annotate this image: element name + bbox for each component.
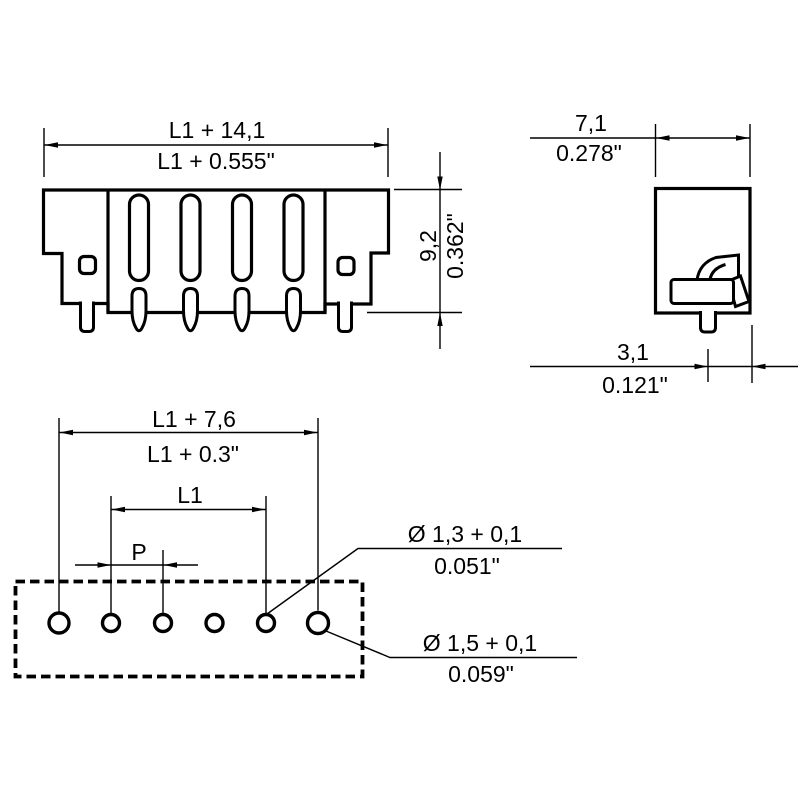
arrowhead-right — [736, 135, 750, 141]
hole-large-callout: Ø 1,5 + 0,1 0.059" — [325, 630, 577, 687]
side-clamp-bar — [669, 278, 735, 305]
front-height-dimension: 9,2 0.362" — [367, 152, 468, 349]
footprint-pitch-dimension: P — [75, 539, 198, 568]
footprint-hole-4 — [204, 612, 225, 634]
footprint-hole-1-large — [47, 611, 71, 635]
hole-small-imperial: 0.051" — [434, 553, 500, 579]
arrowhead-left — [163, 562, 177, 568]
arrowhead-left — [752, 363, 766, 370]
arrowhead-bottom — [437, 312, 443, 326]
footprint-hole-6-large — [305, 610, 331, 636]
footprint-hole-2 — [100, 612, 122, 634]
front-width-metric: L1 + 14,1 — [169, 117, 266, 143]
arrowhead-right — [304, 429, 318, 436]
hole-large-imperial: 0.059" — [448, 661, 514, 687]
footprint-board-outline — [13, 579, 365, 679]
front-slot-2 — [179, 193, 202, 283]
front-slot-1 — [127, 193, 151, 283]
side-pin — [699, 311, 717, 334]
front-body-outline — [41, 188, 391, 315]
arrowhead-right — [694, 363, 708, 370]
side-width-imperial: 0.278" — [556, 140, 622, 166]
front-solder-pin-2 — [182, 286, 199, 333]
footprint-inner-span-label: L1 — [177, 482, 203, 508]
front-slot-4 — [282, 193, 305, 283]
front-height-metric: 9,2 — [415, 230, 441, 262]
arrowhead-left — [656, 135, 670, 141]
front-height-imperial: 0.362" — [442, 213, 468, 279]
arrowhead-left — [111, 506, 125, 513]
side-pin-offset-imperial: 0.121" — [602, 372, 668, 398]
side-width-metric: 7,1 — [575, 110, 607, 136]
arrowhead-top — [437, 176, 443, 190]
front-view: L1 + 14,1 L1 + 0.555" 9,2 0.362" — [41, 117, 468, 349]
footprint-hole-3 — [152, 612, 174, 634]
front-flange-hole-right — [336, 255, 356, 277]
side-view: 7,1 0.278" 3,1 0.121" — [530, 110, 798, 398]
side-width-dimension: 7,1 0.278" — [530, 110, 751, 177]
footprint-span-imperial: L1 + 0.3" — [147, 441, 239, 467]
front-slot-3 — [230, 193, 254, 283]
hole-small-callout: Ø 1,3 + 0,1 0.051" — [266, 521, 562, 615]
side-pin-offset-metric: 3,1 — [617, 339, 649, 365]
arrowhead-left — [59, 429, 73, 436]
arrowhead-right — [97, 562, 111, 568]
footprint-pitch-label: P — [131, 539, 146, 565]
arrowhead-left — [44, 142, 58, 148]
front-flange-hole-left — [77, 254, 98, 276]
arrowhead-right — [374, 142, 388, 148]
leader-line — [325, 630, 577, 659]
front-flange-pin-left — [79, 301, 95, 333]
footprint-inner-span-dimension: L1 — [111, 482, 266, 513]
hole-small-metric: Ø 1,3 + 0,1 — [408, 521, 522, 547]
front-solder-pin-1 — [130, 286, 148, 333]
footprint-view: L1 + 7,6 L1 + 0.3" L1 P Ø 1,3 + 0,1 0.05… — [13, 406, 577, 687]
front-solder-pin-4 — [285, 286, 302, 333]
footprint-span-dimension: L1 + 7,6 L1 + 0.3" — [59, 406, 318, 467]
side-pin-offset-dimension: 3,1 0.121" — [530, 325, 798, 398]
hole-large-metric: Ø 1,5 + 0,1 — [423, 630, 537, 656]
footprint-span-metric: L1 + 7,6 — [152, 406, 236, 432]
front-width-dimension: L1 + 14,1 L1 + 0.555" — [43, 117, 389, 177]
front-flange-pin-right — [337, 301, 353, 333]
front-solder-pin-3 — [233, 286, 251, 333]
side-clamp-inner-arc — [708, 263, 726, 280]
arrowhead-right — [252, 506, 266, 513]
leader-line — [266, 547, 562, 615]
footprint-hole-5 — [255, 612, 277, 634]
front-width-imperial: L1 + 0.555" — [157, 148, 275, 174]
